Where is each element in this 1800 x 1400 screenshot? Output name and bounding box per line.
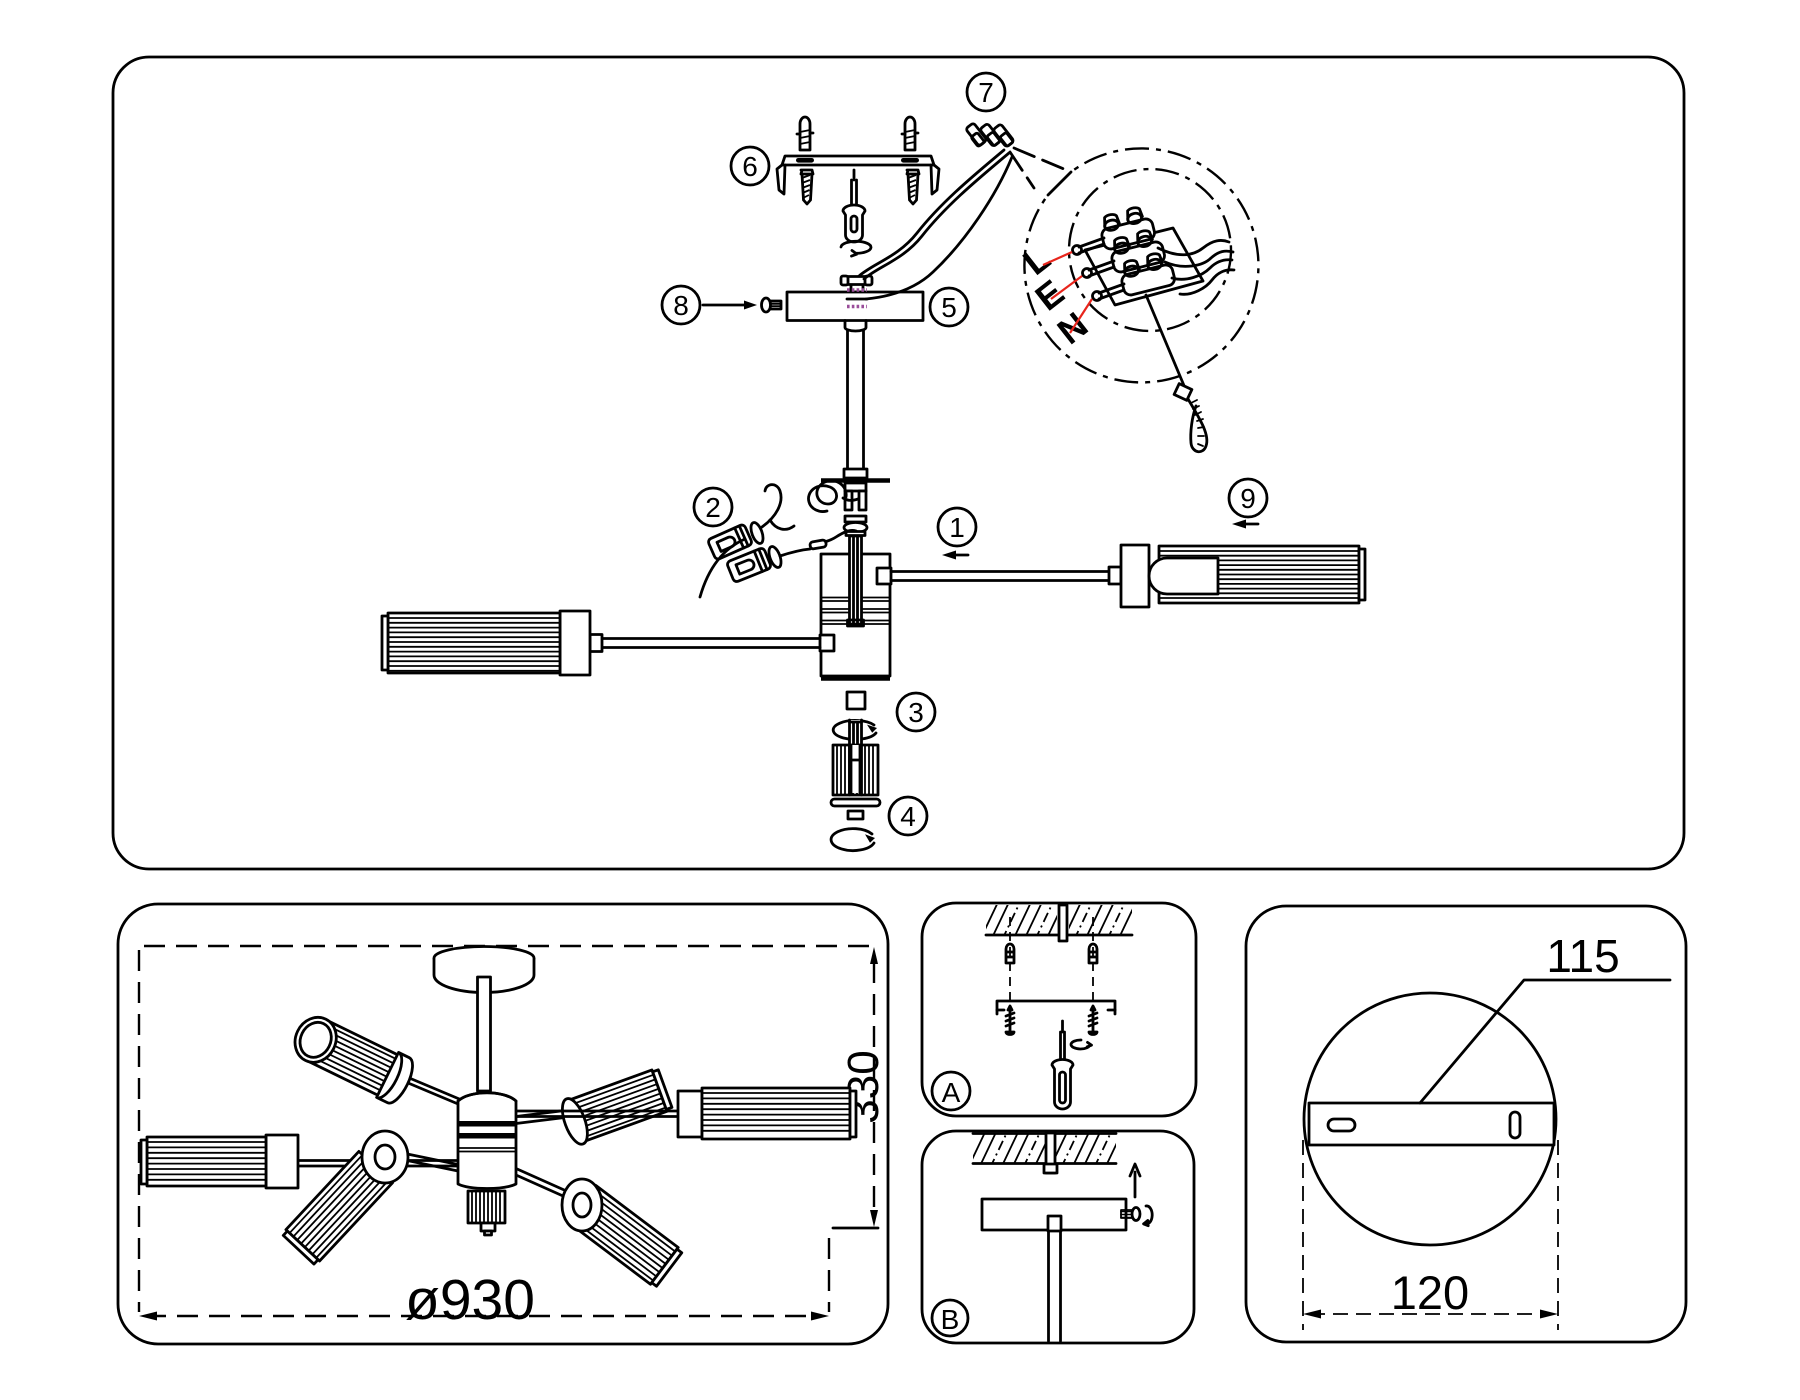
svg-text:B: B xyxy=(941,1304,960,1335)
svg-text:120: 120 xyxy=(1391,1266,1469,1319)
svg-text:6: 6 xyxy=(742,151,758,182)
svg-text:3: 3 xyxy=(908,697,924,728)
svg-text:9: 9 xyxy=(1240,483,1256,514)
svg-text:1: 1 xyxy=(949,512,965,543)
svg-text:7: 7 xyxy=(978,77,994,108)
svg-text:ø930: ø930 xyxy=(405,1268,535,1332)
svg-text:4: 4 xyxy=(900,801,916,832)
svg-text:2: 2 xyxy=(705,492,721,523)
svg-text:8: 8 xyxy=(673,290,689,321)
svg-text:5: 5 xyxy=(941,292,957,323)
svg-text:115: 115 xyxy=(1546,930,1619,982)
svg-text:A: A xyxy=(942,1077,961,1108)
